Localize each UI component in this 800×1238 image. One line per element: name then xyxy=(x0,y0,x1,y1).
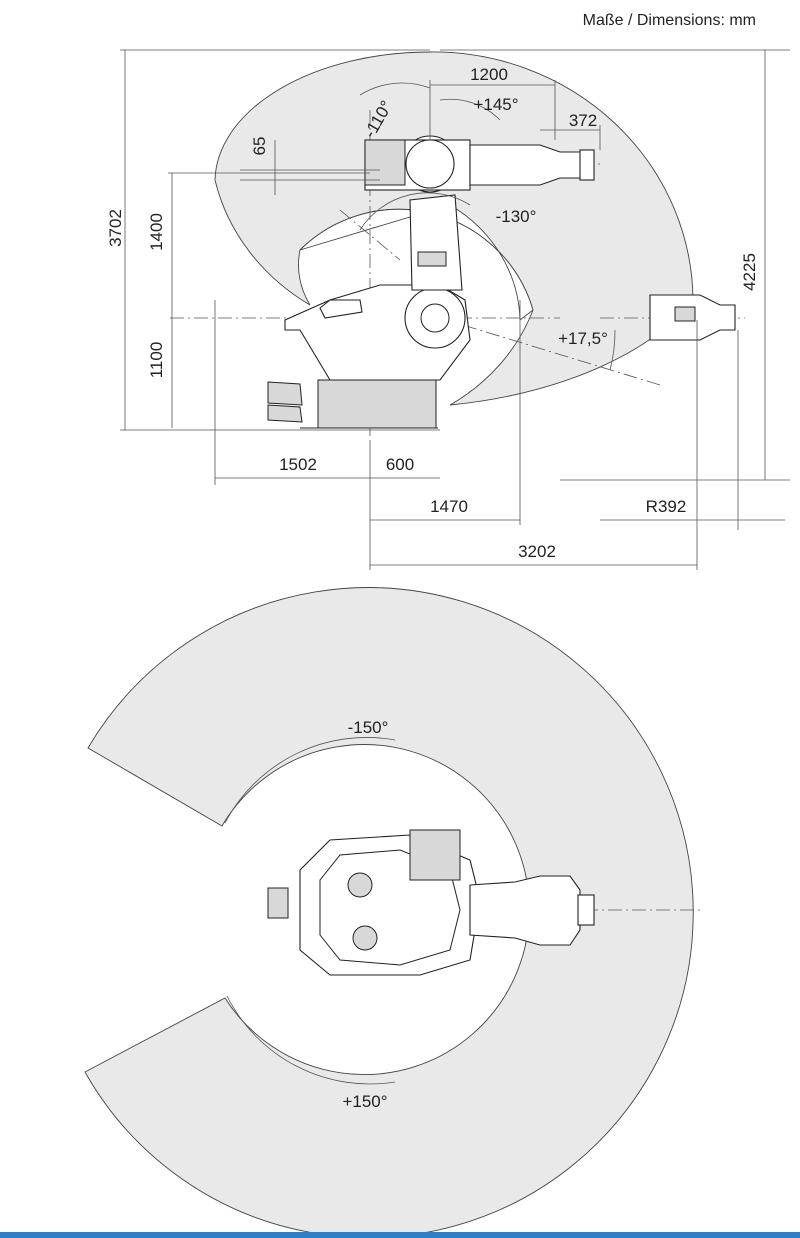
dim-4225-label: 4225 xyxy=(740,253,759,291)
dim-372-label: 372 xyxy=(569,111,597,130)
dim-3202-label: 3202 xyxy=(518,542,556,561)
counterweight-block-2 xyxy=(267,404,303,423)
dim-600-label: 600 xyxy=(386,455,414,474)
angle-175-line xyxy=(439,317,661,386)
dim-1502-label: 1502 xyxy=(279,455,317,474)
arc-minus-110 xyxy=(359,82,431,96)
axis3-motors xyxy=(364,139,406,186)
dim-1100-label: 1100 xyxy=(147,342,166,379)
angle-plus-175-label: +17,5° xyxy=(558,329,608,348)
counterweight-block-1 xyxy=(267,381,303,406)
top-motor-2 xyxy=(352,925,378,951)
drawing-title: Maße / Dimensions: mm xyxy=(583,12,756,29)
dim-3702-label: 3702 xyxy=(106,209,125,247)
robot-top-body xyxy=(267,829,595,976)
axis2-motor xyxy=(404,287,466,349)
side-inner-clearance xyxy=(299,204,534,321)
angle-ref-line xyxy=(339,209,401,261)
arc-minus-150 xyxy=(224,737,396,824)
dim-65-label: 65 xyxy=(250,137,269,156)
top-view: -150° +150° xyxy=(84,587,700,1238)
robot-lower-arm xyxy=(409,194,463,291)
top-arm xyxy=(469,875,581,946)
top-motor-pack xyxy=(409,829,461,881)
bottom-accent-bar xyxy=(0,1232,800,1238)
angle-minus-130-label: -130° xyxy=(496,207,537,226)
angle-plus-150-label: +150° xyxy=(342,1092,387,1111)
dim-1400-label: 1400 xyxy=(147,213,166,251)
top-motor-1 xyxy=(347,872,373,898)
robot-base xyxy=(317,379,437,429)
arc-plus-175 xyxy=(609,329,616,371)
robot-side-body xyxy=(267,135,736,429)
angle-minus-150-label: -150° xyxy=(348,718,389,737)
top-work-envelope xyxy=(84,587,694,1238)
side-view: 3702 1400 1100 65 1200 372 1502 600 1470… xyxy=(106,49,790,570)
arm-label-plate xyxy=(417,251,447,267)
top-counterweight xyxy=(267,887,289,919)
dim-1470-label: 1470 xyxy=(430,497,468,516)
arc-plus-145 xyxy=(439,98,501,121)
dim-r392-label: R392 xyxy=(646,497,687,516)
arc-minus-130 xyxy=(359,192,471,231)
dim-1200-label: 1200 xyxy=(470,65,508,84)
robot-flange-upper xyxy=(579,149,595,181)
axis2-motor-housing xyxy=(319,299,363,319)
top-flange xyxy=(577,894,595,926)
arc-plus-150 xyxy=(226,995,396,1085)
angle-plus-145-label: +145° xyxy=(473,95,518,114)
